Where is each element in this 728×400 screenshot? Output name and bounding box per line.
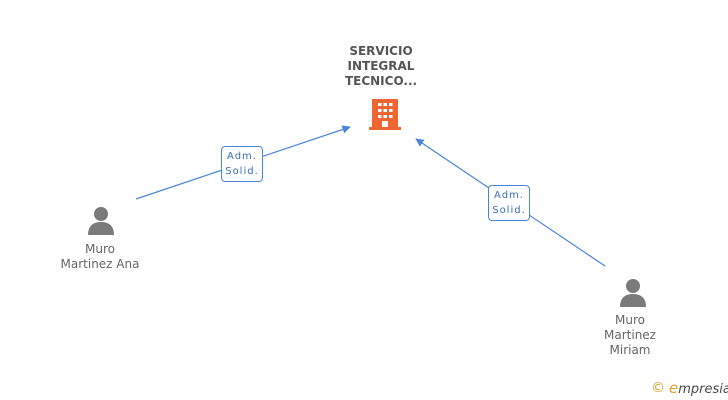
brand-logo-rest: mpresia [678, 382, 728, 397]
brand-logo-initial: e [669, 379, 679, 397]
person-icon[interactable] [86, 205, 116, 235]
person-name-ana[interactable]: Muro Martinez Ana [60, 242, 140, 271]
brand-logo: empresia [669, 379, 728, 397]
person-icon[interactable] [618, 277, 648, 307]
edge-label-miriam: Adm. Solid. [488, 185, 530, 221]
copyright-symbol: © [651, 380, 665, 396]
person-name-miriam[interactable]: Muro Martinez Miriam [604, 313, 656, 357]
building-icon[interactable] [368, 97, 402, 131]
company-name[interactable]: SERVICIO INTEGRAL TECNICO... [344, 44, 418, 88]
edge-label-ana: Adm. Solid. [221, 146, 263, 182]
